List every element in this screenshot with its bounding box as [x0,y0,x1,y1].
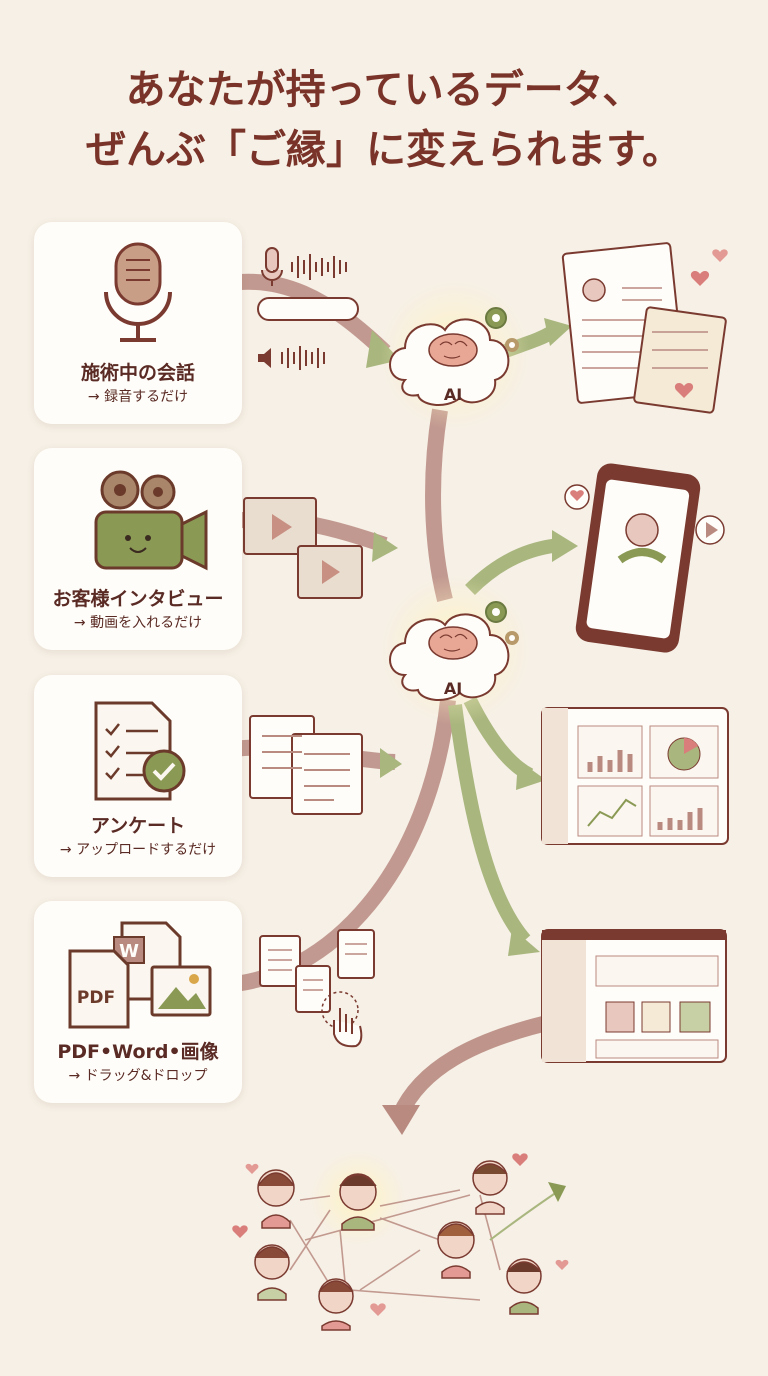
source-sub-files: → ドラッグ&ドロップ [68,1068,208,1084]
survey-document-icon [94,701,186,801]
ai-node-1-label: AI [444,385,462,404]
source-title-files: PDF•Word•画像 [57,1041,219,1063]
audio-waveform-icon [257,254,359,370]
karte-document-output [561,242,728,414]
matching-app-output [541,929,727,1063]
source-title-interview: お客様インタビュー [52,588,224,610]
output-arrow-matching [448,704,540,956]
output-arrow-sns [465,530,578,595]
survey-sheets-icon [249,715,363,815]
word-file-label: W [119,941,139,962]
source-sub-survey: → アップロードするだけ [59,842,217,858]
smartphone-output [564,463,725,653]
people-network [232,1150,569,1331]
speaker-icon [258,348,271,368]
headline: あなたが持っているデータ、 ぜんぶ「ご縁」に変えられます。 [0,60,768,180]
video-camera-icon [94,470,208,571]
files-icon: W PDF [68,921,212,1029]
source-sub-conversation: → 録音するだけ [87,389,189,405]
microphone-icon [104,242,172,342]
source-title-conversation: 施術中の会話 [80,362,195,384]
ai-node-2: AI [380,575,530,725]
output-arrow-network [382,1012,562,1135]
source-card-survey: アンケート → アップロードするだけ [34,675,242,877]
ai-link-arrow [425,408,453,602]
dropped-files-icon [259,929,375,1013]
ai-node-2-label: AI [444,679,462,698]
ai-node-1: AI [380,280,530,430]
source-card-conversation: 施術中の会話 → 録音するだけ [34,222,242,424]
headline-line-2: ぜんぶ「ご縁」に変えられます。 [86,127,682,173]
analytics-dashboard-output [541,707,729,845]
source-card-files: W PDF PDF•Word•画像 → ドラッグ&ドロップ [34,901,242,1103]
pdf-file-label: PDF [77,988,115,1008]
headline-line-1: あなたが持っているデータ、 [125,67,643,113]
video-clips-icon [243,497,363,599]
hand-cursor-icon [321,991,363,1048]
source-title-survey: アンケート [90,815,186,837]
source-sub-interview: → 動画を入れるだけ [73,615,203,631]
source-card-interview: お客様インタビュー → 動画を入れるだけ [34,448,242,650]
mic-small-icon [261,247,283,286]
